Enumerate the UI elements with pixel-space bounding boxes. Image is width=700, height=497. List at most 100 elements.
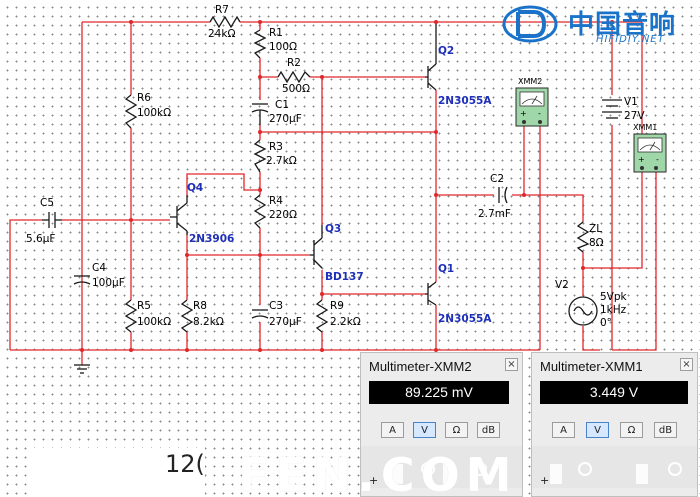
junction [80,348,84,352]
mode-button-a[interactable]: A [381,422,404,438]
svg-text:-: - [656,155,659,164]
plus-terminal[interactable] [578,462,592,476]
logo-icon [502,5,558,43]
ac-source-v2 [568,296,598,326]
svg-text:+: + [638,155,645,164]
wire-zl-mid [583,172,643,269]
r4-value: 220Ω [269,209,297,221]
junction [258,188,262,192]
watermark-stripe [636,464,648,484]
v1-value: 27V [624,110,645,122]
multimeter-xmm2-window[interactable]: Multimeter-XMM2 × 89.225 mV A V Ω dB + [360,352,523,497]
transistor-q4-collector [176,222,188,232]
xmm2-needle [521,95,543,105]
watermark-left-fragment: 12( [165,450,205,478]
plus-terminal-label: + [540,474,550,487]
resistor-r4 [253,194,267,229]
q3-part: BD137 [325,271,364,283]
wire-q4-emitter [186,173,260,195]
r9-value: 2.2kΩ [330,316,361,328]
r6-value: 100kΩ [137,107,171,119]
junction [258,75,262,79]
xmm2-label: XMM2 [518,77,542,86]
mode-button-a[interactable]: A [552,422,575,438]
xmm2-term-plus [522,120,526,124]
c3-name: C3 [269,300,283,312]
c5-name: C5 [40,197,54,209]
v2-amplitude: 5Vpk [600,291,628,303]
watermark-stripe [443,464,455,484]
junction [258,348,262,352]
capacitor-c2-plate2 [504,186,508,204]
wire-c5-left [9,219,42,350]
resistor-r8 [180,299,194,333]
transistor-q2-emitter [427,82,437,91]
mode-button-v[interactable]: V [586,422,609,438]
r2-value: 500Ω [282,83,310,95]
mode-button-db[interactable]: dB [477,422,500,438]
r1-value: 100Ω [269,41,297,53]
zl-value: 8Ω [589,237,604,249]
v1-name: V1 [624,96,638,108]
q2-part: 2N3055A [438,95,492,107]
c2-value: 2.7mF [478,208,511,220]
close-button[interactable]: × [505,358,518,371]
junction [581,266,585,270]
resistor-r7 [209,15,241,29]
c1-name: C1 [275,99,289,111]
r5-value: 100kΩ [137,316,171,328]
labels: R7 24kΩ R1 100Ω R2 500Ω C1 270μF R3 2.7k… [26,4,645,329]
minus-terminal[interactable] [668,462,682,476]
xmm1-needle [639,141,661,151]
r5-name: R5 [137,300,151,312]
wire-c2-right [512,194,584,222]
watermark: 12( FEN.COM [0,448,700,497]
junctions [80,20,614,352]
reading-display: 89.225 mV [369,381,509,404]
resistor-r6 [124,94,138,129]
xmm2-instrument[interactable]: + - XMM2 [515,77,549,127]
reading-display: 3.449 V [540,381,688,404]
mode-button-ohm[interactable]: Ω [620,422,643,438]
mode-button-v[interactable]: V [413,422,436,438]
resistor-r9 [315,299,329,333]
junction [434,20,438,24]
q2-name: Q2 [438,45,454,57]
plus-terminal-label: + [369,474,379,487]
r7-name: R7 [215,4,229,16]
r4-name: R4 [269,195,283,207]
resistor-r5 [124,299,138,333]
r6-name: R6 [137,92,151,104]
c2-name: C2 [490,173,504,185]
r3-name: R3 [269,141,283,153]
minus-terminal[interactable] [473,462,487,476]
c5-value: 5.6μF [26,233,55,245]
resistor-r2 [277,70,311,84]
resistor-zl [576,221,590,253]
close-button[interactable]: × [680,358,693,371]
r8-name: R8 [193,300,207,312]
q1-part: 2N3055A [438,313,492,325]
junction [185,253,189,257]
zl-name: ZL [589,223,602,235]
transistor-q2-collector [427,63,437,72]
r2-name: R2 [287,57,301,69]
junction [258,253,262,257]
svg-text:-: - [538,109,541,118]
junction [434,348,438,352]
v2-name: V2 [555,279,569,291]
r9-name: R9 [330,300,344,312]
mode-button-ohm[interactable]: Ω [445,422,468,438]
plus-terminal[interactable] [421,462,435,476]
multimeter-xmm1-window[interactable]: Multimeter-XMM1 × 3.449 V A V Ω dB + [531,352,698,497]
junction [185,348,189,352]
xmm1-instrument[interactable]: + - XMM1 [633,123,667,173]
q4-part: 2N3906 [189,233,234,245]
mode-button-db[interactable]: dB [654,422,677,438]
junction [129,218,133,222]
v2-frequency: 1kHz [600,304,627,316]
junction [129,20,133,24]
xmm1-term-minus [654,166,658,170]
c1-value: 270μF [269,113,302,125]
